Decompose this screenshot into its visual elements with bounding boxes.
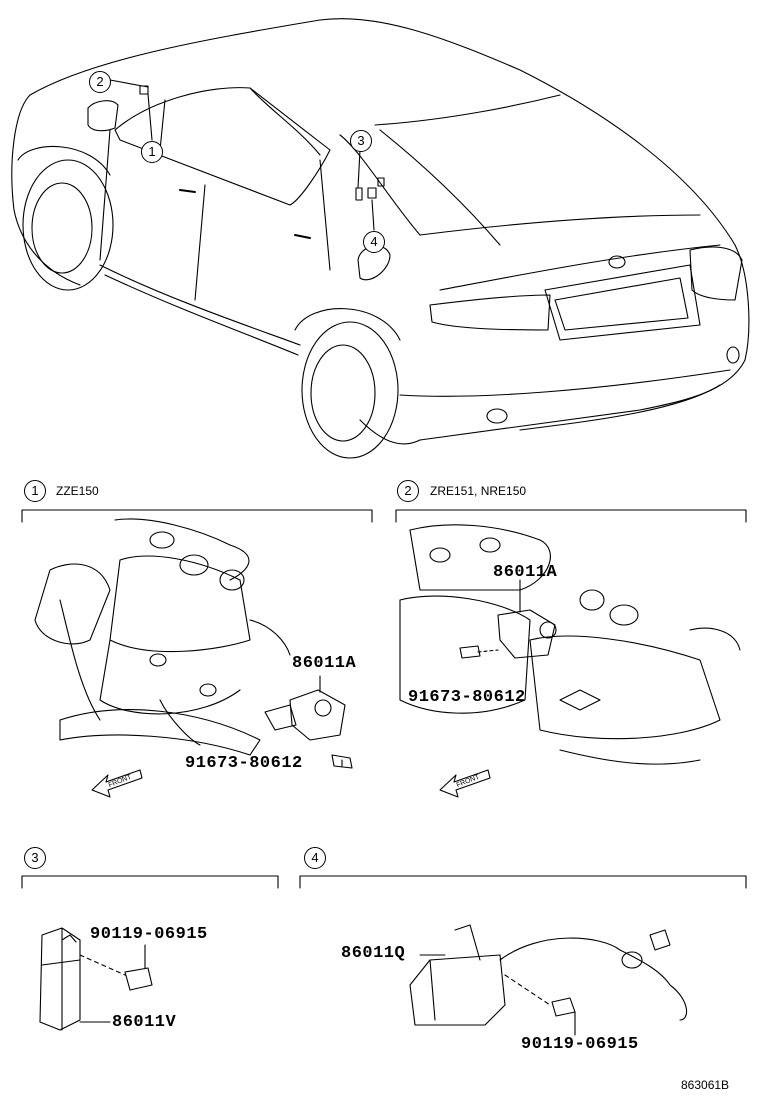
section-3-number: 3 (24, 847, 46, 869)
section-4-sensor-illustration (409, 924, 688, 1036)
car-callout-2: 2 (89, 71, 111, 93)
section-4-bolt-number: 90119-06915 (521, 1035, 639, 1054)
car-callout-4: 4 (363, 231, 385, 253)
section-1-part-number: 86011A (292, 654, 357, 673)
section-3-part-number: 86011V (112, 1013, 177, 1032)
car-callout-3: 3 (350, 130, 372, 152)
car-illustration (11, 18, 750, 459)
section-4-part-number: 86011Q (341, 944, 406, 963)
section-frames (21, 509, 747, 889)
section-1-model: ZZE150 (56, 484, 99, 498)
section-2-engine-illustration (399, 524, 741, 798)
figure-reference-code: 863061B (681, 1078, 730, 1092)
section-1-number: 1 (24, 480, 46, 502)
section-2-model: ZRE151, NRE150 (430, 484, 527, 498)
section-3-bolt-number: 90119-06915 (90, 925, 208, 944)
section-2-number: 2 (397, 480, 419, 502)
section-4-number: 4 (304, 847, 326, 869)
section-1-engine-illustration (34, 518, 353, 798)
section-1-bolt-number: 91673-80612 (185, 754, 303, 773)
section-2-part-number: 86011A (493, 563, 558, 582)
car-callout-1: 1 (141, 141, 163, 163)
section-3-sensor-illustration (39, 927, 153, 1031)
section-2-bolt-number: 91673-80612 (408, 688, 526, 707)
